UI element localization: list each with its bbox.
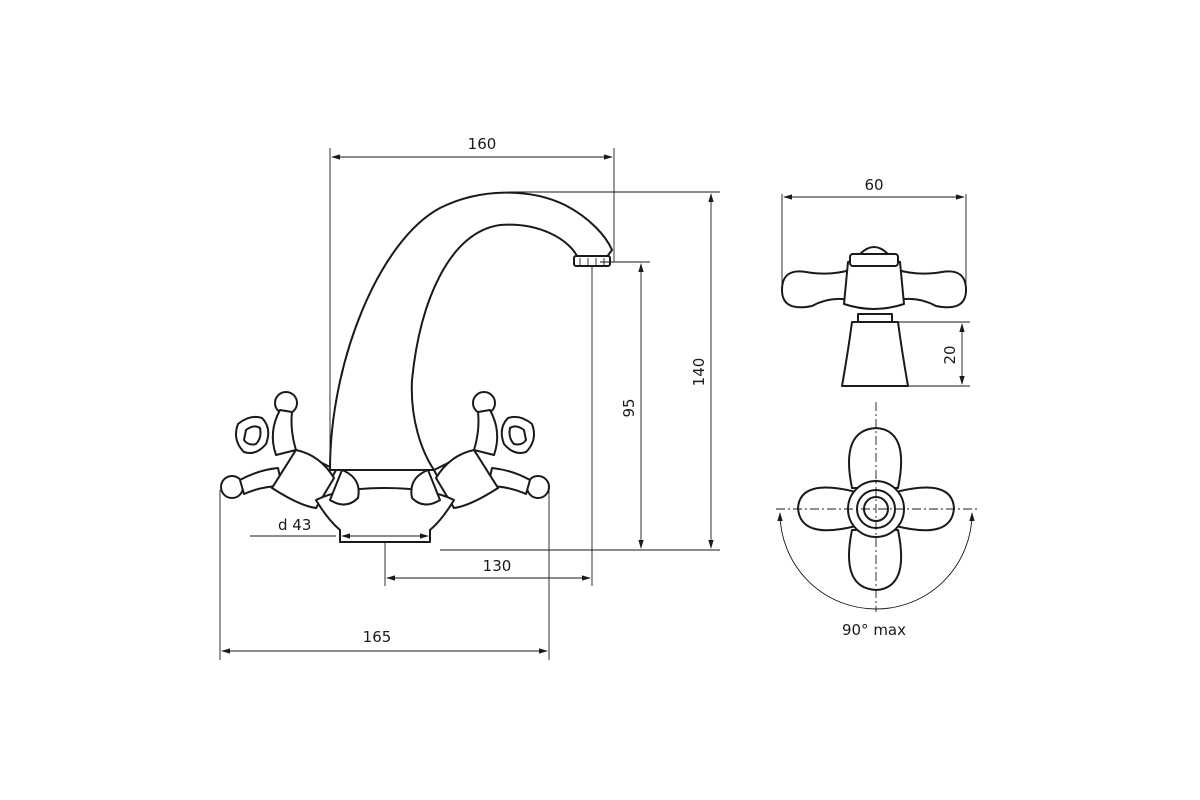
- dim-rotation: 90° max: [842, 621, 906, 639]
- handle-side-view: [781, 246, 967, 387]
- aerator: [573, 255, 611, 267]
- left-handle: [220, 391, 337, 509]
- side-dimensions: 60 20: [781, 176, 970, 387]
- dim-spout-height: 95: [620, 398, 638, 417]
- gooseneck-spout: [329, 191, 613, 471]
- faucet-front-view: [220, 191, 613, 543]
- handle-top-view: 90° max: [776, 402, 978, 639]
- right-handle: [433, 391, 550, 509]
- front-dimensions: 160 140 95 130 165 d 43: [219, 135, 720, 660]
- dim-total-height: 140: [690, 358, 708, 387]
- dim-spout-offset: 130: [483, 557, 512, 575]
- dim-spout-reach: 160: [468, 135, 497, 153]
- dim-handle-width: 60: [864, 176, 883, 194]
- dim-total-width: 165: [363, 628, 392, 646]
- dim-base-diameter: d 43: [278, 516, 311, 534]
- dim-handle-height: 20: [941, 345, 959, 364]
